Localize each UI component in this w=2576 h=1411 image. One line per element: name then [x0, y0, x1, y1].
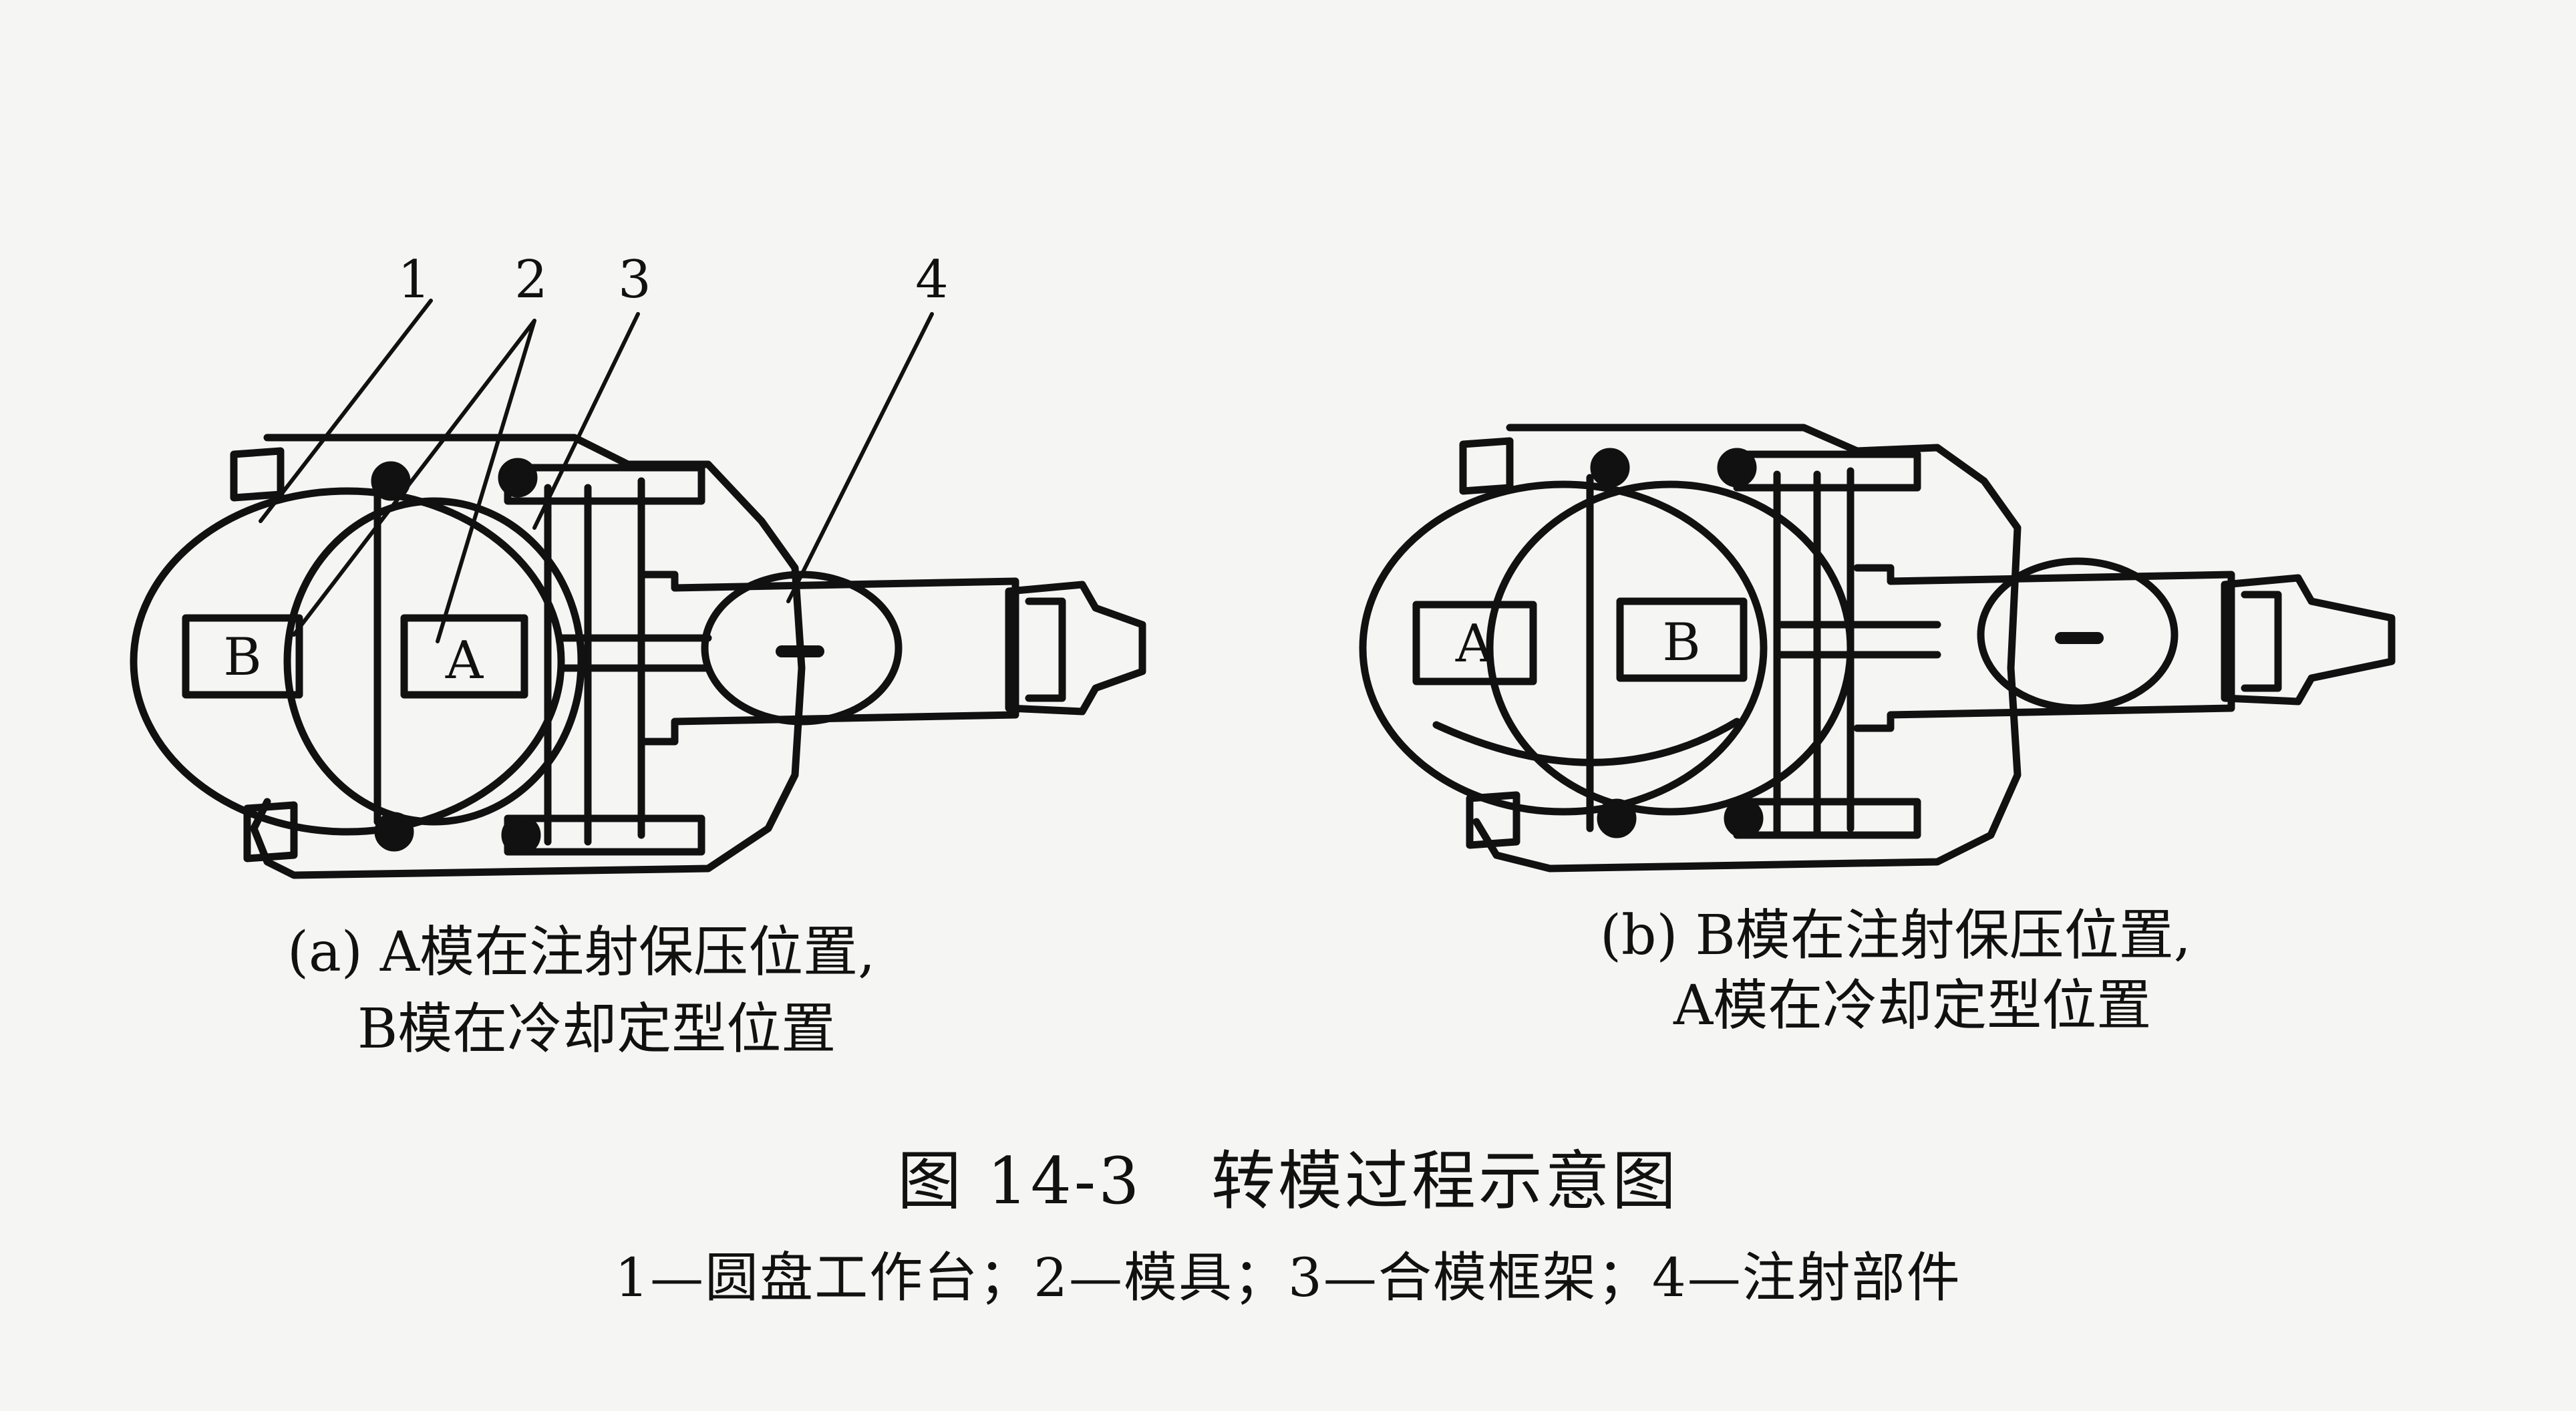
leader-2a [292, 319, 536, 637]
mold-block-b-a [182, 614, 303, 699]
leader-4 [786, 312, 934, 603]
mold-block-b-b [1616, 597, 1748, 682]
mold-block-a-a [400, 614, 528, 699]
bolt-b3 [1597, 798, 1637, 838]
bolt-b1 [1590, 448, 1630, 488]
bolt-a1 [371, 461, 411, 501]
bracket-top-left-b [1459, 437, 1514, 495]
caption-b-line1: (b) B模在注射保压位置, [1600, 904, 2191, 967]
leader-3 [532, 312, 640, 530]
bracket-bottom-left-a [243, 801, 298, 863]
diagram-a [130, 299, 1146, 879]
figure-legend: 1—圆盘工作台；2—模具；3—合模框架；4—注射部件 [615, 1247, 1961, 1309]
callout-3: 3 [618, 250, 651, 310]
tie-bar-bottom-b [1733, 798, 1921, 839]
injection-cylinder-b [2221, 574, 2396, 706]
callout-2: 2 [514, 250, 548, 310]
mold-label-b-left: B [223, 627, 261, 687]
injection-drive-a [1025, 597, 1066, 702]
mold-region-a [283, 497, 585, 826]
nozzle-stem-a [557, 634, 712, 672]
caption-b-line2: A模在冷却定型位置 [1673, 974, 2152, 1038]
bolt-a4 [501, 815, 541, 855]
mold-label-a-left: A [445, 631, 484, 691]
bolt-a3 [374, 812, 414, 852]
callout-4: 4 [915, 250, 949, 310]
mold-label-b-right: B [1662, 613, 1700, 673]
injection-cylinder-a [1005, 581, 1146, 716]
caption-a-line2: B模在冷却定型位置 [357, 997, 836, 1061]
injection-frame-a [637, 571, 1019, 746]
bolt-b4 [1724, 798, 1764, 838]
injection-frame-b [1853, 564, 2235, 732]
mold-block-a-b [1412, 601, 1537, 685]
injection-drive-b [2241, 591, 2282, 692]
bracket-bottom-left-b [1466, 791, 1520, 849]
leader-2b [436, 319, 536, 643]
leader-1 [259, 299, 433, 523]
bolt-b2 [1717, 448, 1757, 488]
mold-label-a-right: A [1455, 614, 1494, 674]
rotary-table-a [130, 487, 565, 836]
caption-a-line1: (a) A模在注射保压位置, [287, 921, 876, 984]
diagram-b [1359, 424, 2396, 873]
bolt-a2 [498, 458, 538, 498]
mold-arc-b [1432, 718, 1741, 766]
callout-1: 1 [397, 250, 431, 310]
injection-unit-b [1977, 557, 2179, 712]
tie-bar-top-b [1733, 450, 1921, 492]
nozzle-stem-b [1773, 621, 1941, 659]
figure-title: 图 14-3 转模过程示意图 [897, 1144, 1679, 1219]
bracket-top-left-a [230, 447, 285, 502]
rotary-table-b [1359, 480, 1768, 816]
